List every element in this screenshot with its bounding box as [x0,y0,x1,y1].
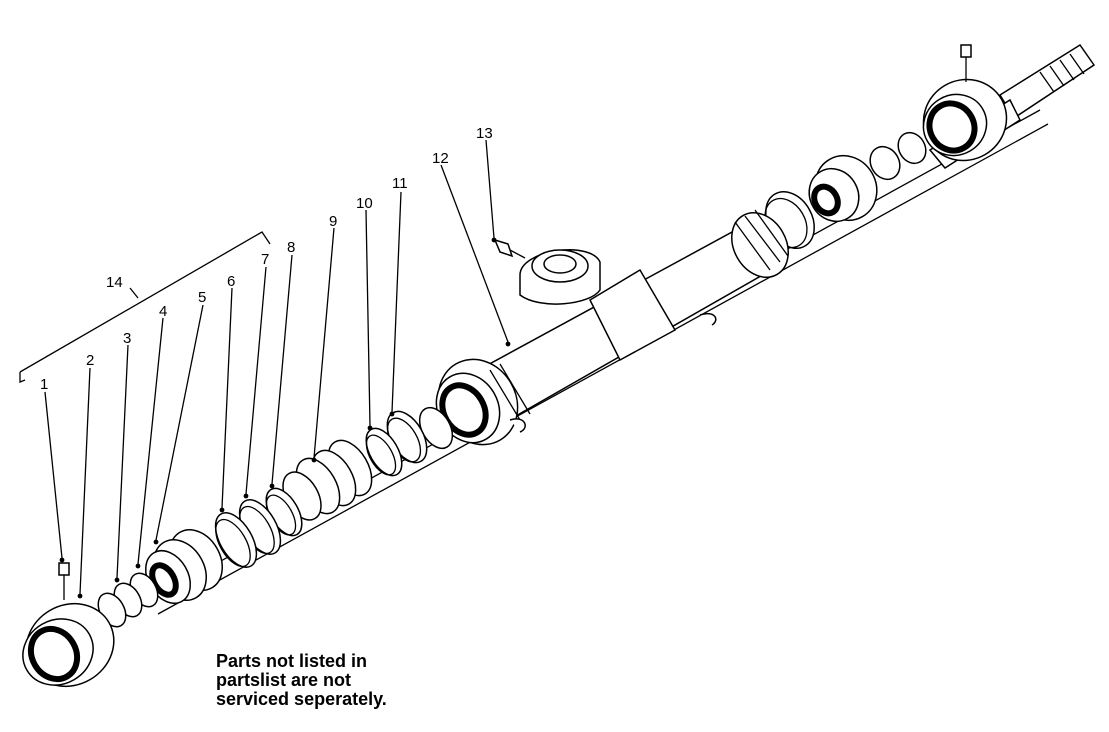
callout-12: 12 [432,150,449,167]
callout-4: 4 [159,303,167,320]
grease-fitting [493,238,514,258]
callout-14: 14 [106,274,123,291]
set-screw-right [960,44,972,58]
service-note: Parts not listed in partslist are not se… [216,652,387,709]
service-note-line-1: Parts not listed in [216,651,368,671]
callout-1: 1 [40,376,48,393]
left-rings [214,487,303,568]
callout-8: 8 [287,239,295,256]
callout-3: 3 [123,330,131,347]
right-seal-stack [764,131,927,249]
callout-11: 11 [392,175,408,192]
fitting-port [493,238,601,305]
end-nut-left [22,562,115,688]
callout-5: 5 [198,289,206,306]
middle-rings [365,406,454,477]
seals [97,572,159,628]
service-note-line-2: partslist are not [216,670,352,690]
housing-tube [435,209,789,446]
service-note-line-3: serviced seperately. [216,689,387,709]
callout-7: 7 [261,251,269,268]
end-nut-right [922,44,1008,162]
callout-9: 9 [329,213,337,230]
set-screw-left [58,562,70,576]
callout-13: 13 [476,125,493,142]
callout-labels: 1 2 3 4 5 6 7 8 9 10 11 12 13 14 [40,125,493,393]
callout-6: 6 [227,273,235,290]
kit-bracket [19,231,271,383]
callout-10: 10 [356,195,373,212]
callout-2: 2 [86,352,94,369]
leader-lines [44,139,511,599]
